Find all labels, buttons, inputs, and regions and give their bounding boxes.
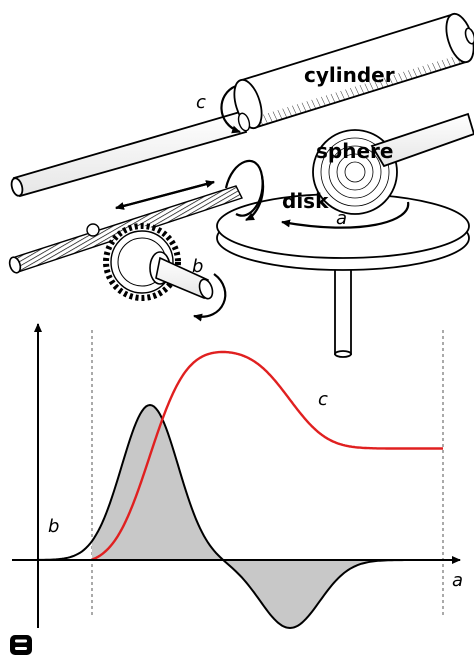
shaded-area: [92, 405, 443, 628]
cylinder: [233, 12, 474, 132]
mechanism: cylinder sphere disk c a b: [8, 12, 474, 358]
gear-rotation-arrow: [193, 273, 227, 322]
sphere-label: sphere: [316, 139, 393, 163]
input-curve: [12, 403, 452, 630]
translation-arrow: [115, 180, 215, 210]
plot: b c a: [12, 323, 463, 630]
cylinder-label: cylinder: [304, 63, 395, 87]
cylinder-axle: [10, 110, 248, 198]
lead-screw: [8, 185, 243, 274]
disk-label: disk: [282, 189, 329, 213]
integral-curve: [91, 350, 443, 561]
x-axis-label: a: [452, 570, 463, 591]
gear-rotation-label: b: [192, 256, 203, 277]
disk-shaft: [334, 261, 352, 358]
cylinder-rotation-arrow: [220, 84, 241, 134]
integral-curve-label: c: [318, 389, 328, 410]
book-stack-icon: [10, 635, 32, 655]
input-curve-label: b: [48, 516, 59, 537]
sphere-rod: [370, 112, 474, 168]
disk-rotation-arrow: [281, 201, 410, 229]
cylinder-rotation-label: c: [196, 92, 206, 113]
carriage-fork: [224, 159, 265, 221]
disk-rotation-label: a: [336, 208, 347, 229]
gear: [103, 223, 214, 301]
